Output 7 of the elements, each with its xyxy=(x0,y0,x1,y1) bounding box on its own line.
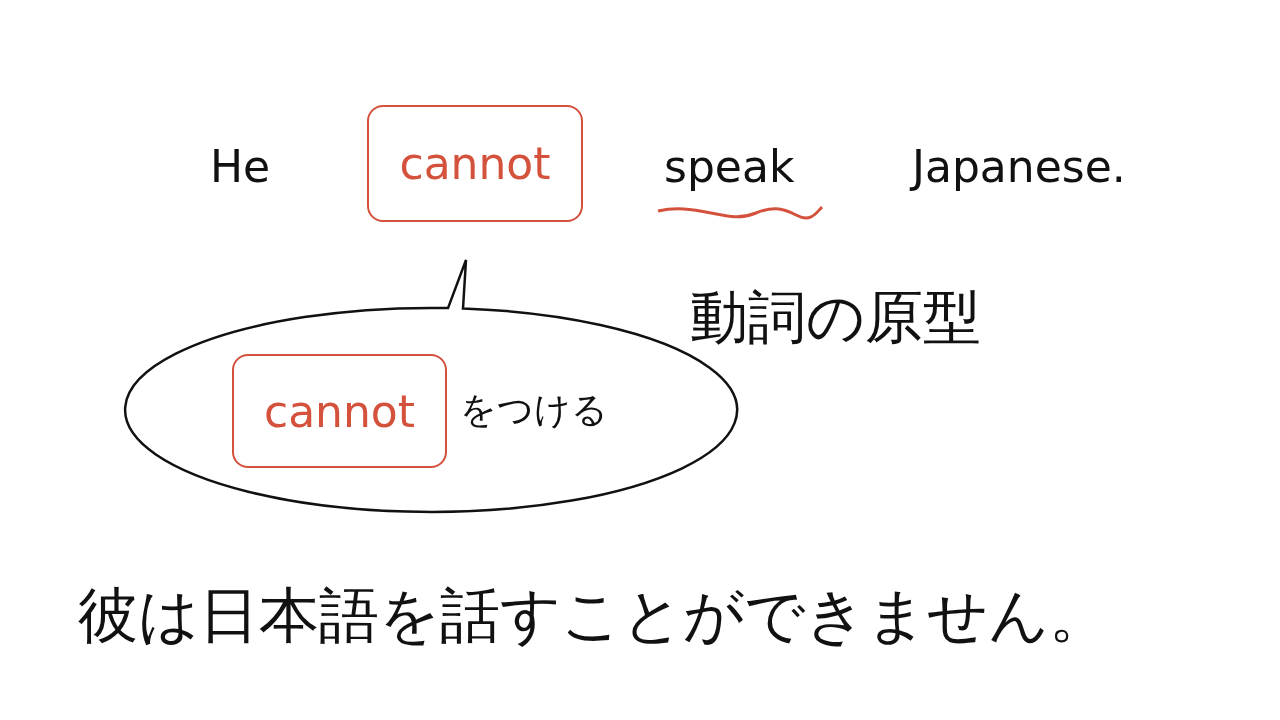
note-text: をつける xyxy=(460,392,608,428)
note-text: 動詞の原型 xyxy=(690,288,981,346)
highlight-box: cannot xyxy=(232,354,447,468)
translation-text: 彼は日本語を話すことができません。 xyxy=(78,585,1109,645)
sentence-word: He xyxy=(210,145,271,189)
sentence-word: speak xyxy=(664,145,795,189)
highlight-box: cannot xyxy=(367,105,583,222)
